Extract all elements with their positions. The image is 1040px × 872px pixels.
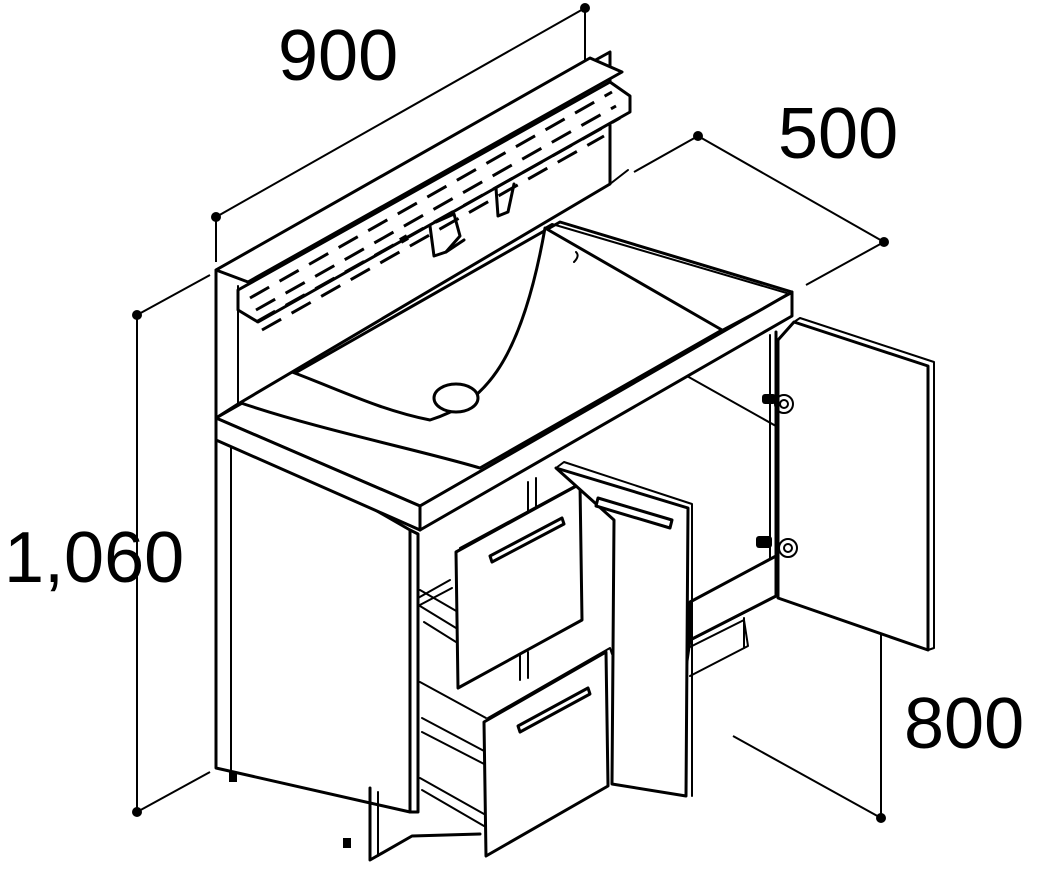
door-hinge (756, 536, 798, 558)
counter-height-label: 800 (904, 684, 1024, 764)
interior-shelf (688, 554, 778, 642)
shelf-front (236, 80, 632, 324)
upper-drawer-handle[interactable] (488, 516, 566, 564)
depth-label: 500 (778, 94, 898, 174)
center-door[interactable] (554, 466, 690, 798)
top-shelf (214, 56, 624, 284)
cabinet-foot (343, 838, 351, 848)
width-label: 900 (278, 16, 398, 96)
dimension-total-height (132, 274, 211, 817)
faucet (399, 182, 516, 258)
center-door-handle[interactable] (594, 496, 674, 530)
dimension-width (211, 3, 590, 262)
countertop-right-edge (418, 290, 794, 532)
basin (236, 226, 724, 470)
lower-drawer-handle[interactable] (516, 686, 592, 734)
right-door[interactable] (776, 320, 930, 652)
drain (432, 382, 480, 414)
dimension-depth (633, 131, 889, 286)
lower-drawer-front[interactable] (482, 650, 610, 858)
door-hinge (762, 394, 794, 414)
total-height-label: 1,060 (4, 518, 184, 598)
cabinet-foot (229, 772, 237, 782)
